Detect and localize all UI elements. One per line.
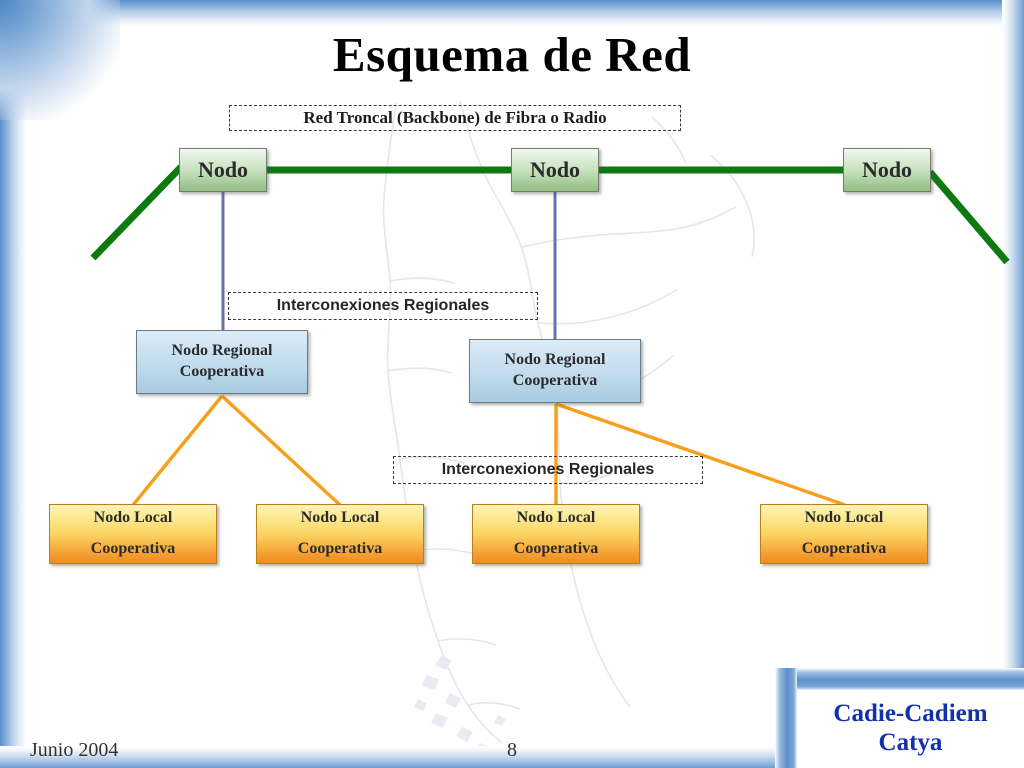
page-title: Esquema de Red	[332, 27, 692, 82]
label-regional-upper-text: Interconexiones Regionales	[276, 297, 490, 314]
local-link-2	[220, 394, 342, 507]
logo-frame-left	[775, 668, 797, 768]
node-regional-1-line1: Nodo Regional	[171, 342, 273, 360]
logo-frame-top	[775, 668, 1024, 690]
node-backbone-2-label: Nodo	[529, 157, 581, 182]
backbone-line-left-tail	[90, 164, 184, 261]
node-backbone-3-label: Nodo	[861, 157, 913, 182]
node-regional-2-line1: Nodo Regional	[504, 351, 606, 369]
frame-right-edge	[1002, 0, 1024, 768]
local-link-1	[131, 394, 224, 507]
label-regional-upper: Interconexiones Regionales	[228, 292, 538, 320]
logo-text: Cadie-Cadiem Catya	[833, 700, 987, 758]
node-regional-1-line2: Cooperativa	[179, 363, 265, 380]
node-local-1[interactable]: Nodo Local Cooperativa	[49, 504, 217, 564]
node-regional-1[interactable]: Nodo Regional Cooperativa	[136, 330, 308, 394]
label-regional-lower-text: Interconexiones Regionales	[441, 461, 655, 478]
logo-line-1: Cadie-Cadiem	[833, 700, 988, 728]
label-backbone: Red Troncal (Backbone) de Fibra o Radio	[229, 105, 681, 131]
node-local-4-line2: Cooperativa	[801, 540, 887, 557]
node-local-4[interactable]: Nodo Local Cooperativa	[760, 504, 928, 564]
node-local-2-line2: Cooperativa	[297, 540, 383, 557]
node-local-1-line1: Nodo Local	[93, 509, 173, 526]
local-link-4	[555, 402, 846, 507]
label-regional-lower: Interconexiones Regionales	[393, 456, 703, 484]
node-regional-2-line2: Cooperativa	[512, 372, 598, 389]
frame-top-edge	[0, 0, 1024, 26]
node-local-1-line2: Cooperativa	[90, 540, 176, 557]
node-local-2-line1: Nodo Local	[300, 509, 380, 526]
frame-left-edge	[0, 0, 26, 768]
background-map-watermark	[382, 100, 755, 755]
footer-page-number: 8	[507, 739, 517, 761]
footer-date: Junio 2004	[30, 739, 119, 761]
node-backbone-3[interactable]: Nodo	[843, 148, 931, 192]
node-local-3[interactable]: Nodo Local Cooperativa	[472, 504, 640, 564]
node-local-2[interactable]: Nodo Local Cooperativa	[256, 504, 424, 564]
logo-body: Cadie-Cadiem Catya	[797, 690, 1024, 768]
node-backbone-1-label: Nodo	[197, 157, 249, 182]
node-regional-2[interactable]: Nodo Regional Cooperativa	[469, 339, 641, 403]
node-local-4-line1: Nodo Local	[804, 509, 884, 526]
node-backbone-1[interactable]: Nodo	[179, 148, 267, 192]
backbone-line-right-tail	[927, 169, 1010, 265]
node-local-3-line2: Cooperativa	[513, 540, 599, 557]
logo-block: Cadie-Cadiem Catya	[775, 668, 1024, 768]
node-local-3-line1: Nodo Local	[516, 509, 596, 526]
label-backbone-text: Red Troncal (Backbone) de Fibra o Radio	[303, 108, 607, 127]
logo-line-2: Catya	[878, 729, 943, 756]
node-backbone-2[interactable]: Nodo	[511, 148, 599, 192]
